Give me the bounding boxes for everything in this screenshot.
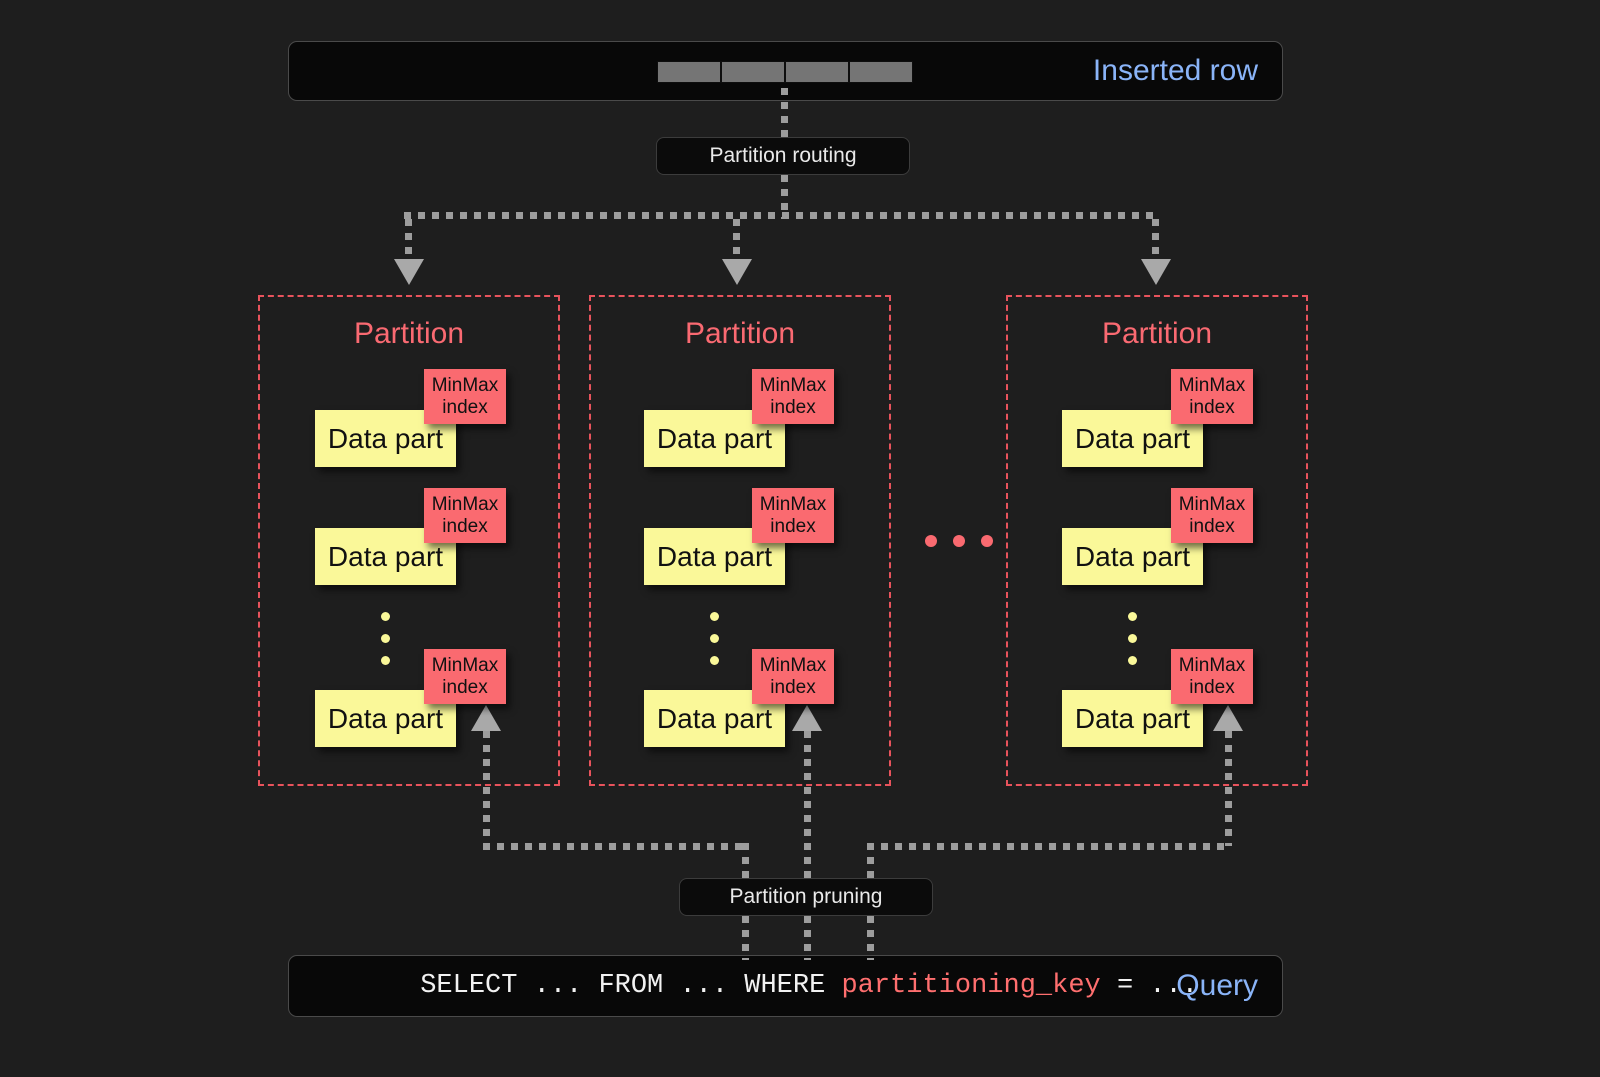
pruning-leg-1 — [483, 731, 490, 846]
ellipsis-dot — [925, 535, 937, 547]
fanout-leg-2 — [733, 219, 740, 263]
partition-title: Partition — [1101, 317, 1213, 350]
partition-title: Partition — [353, 317, 465, 350]
connector-routing-to-bus — [781, 175, 788, 219]
ellipsis-dot — [1128, 634, 1137, 643]
fanout-arrow-2 — [722, 259, 752, 285]
partition-ellipsis — [925, 535, 993, 547]
pruning-bus-right — [867, 843, 1227, 850]
partition-pruning-box[interactable]: Partition pruning — [679, 878, 933, 916]
fanout-leg-1 — [405, 219, 412, 263]
connector-row-to-routing — [781, 88, 788, 140]
query-text-before: SELECT ... FROM ... WHERE — [420, 971, 842, 1001]
row-cell — [657, 61, 721, 83]
data-part-box: Data part — [644, 410, 785, 467]
query-bar: SELECT ... FROM ... WHERE partitioning_k… — [288, 955, 1283, 1017]
ellipsis-dot — [981, 535, 993, 547]
pruning-to-query-1 — [742, 916, 749, 960]
inserted-row-label: Inserted row — [1092, 54, 1258, 87]
partition-box-3: Partition — [1006, 295, 1308, 786]
query-text: SELECT ... FROM ... WHERE partitioning_k… — [323, 941, 1198, 1031]
pruning-arrow-3 — [1213, 705, 1243, 731]
data-part-label: Data part — [1074, 540, 1191, 572]
data-part-label: Data part — [656, 702, 773, 734]
data-part-box: Data part — [1062, 410, 1203, 467]
query-keyword: partitioning_key — [841, 971, 1101, 1001]
partition-title: Partition — [684, 317, 796, 350]
row-cell — [785, 61, 849, 83]
data-part-ellipsis — [1128, 612, 1137, 678]
data-part-label: Data part — [327, 540, 444, 572]
data-part-label: Data part — [327, 422, 444, 454]
partition-pruning-label: Partition pruning — [729, 885, 883, 908]
ellipsis-dot — [1128, 656, 1137, 665]
pruning-arrow-1 — [471, 705, 501, 731]
partition-routing-box[interactable]: Partition routing — [656, 137, 910, 175]
data-part-label: Data part — [1074, 702, 1191, 734]
ellipsis-dot — [953, 535, 965, 547]
pruning-leg-3 — [1225, 731, 1232, 846]
query-text-after: = ... — [1100, 971, 1198, 1001]
partition-box-2: Partition — [589, 295, 891, 786]
partition-routing-label: Partition routing — [709, 144, 857, 167]
pruning-to-query-2 — [804, 916, 811, 960]
inserted-row-cells — [657, 61, 913, 83]
data-part-label: Data part — [327, 702, 444, 734]
data-part-label: Data part — [1074, 422, 1191, 454]
data-part-label: Data part — [656, 422, 773, 454]
query-label: Query — [1176, 969, 1258, 1002]
pruning-to-query-3 — [867, 916, 874, 960]
row-cell — [721, 61, 785, 83]
fanout-bus — [404, 212, 1160, 219]
fanout-arrow-3 — [1141, 259, 1171, 285]
ellipsis-dot — [710, 612, 719, 621]
ellipsis-dot — [381, 656, 390, 665]
fanout-arrow-1 — [394, 259, 424, 285]
row-cell — [849, 61, 913, 83]
ellipsis-dot — [381, 612, 390, 621]
pruning-bus-left — [483, 843, 745, 850]
ellipsis-dot — [1128, 612, 1137, 621]
partition-box-1: Partition — [258, 295, 560, 786]
ellipsis-dot — [710, 656, 719, 665]
ellipsis-dot — [710, 634, 719, 643]
data-part-ellipsis — [381, 612, 390, 678]
data-part-ellipsis — [710, 612, 719, 678]
fanout-leg-3 — [1152, 219, 1159, 263]
pruning-leg-2 — [804, 731, 811, 915]
ellipsis-dot — [381, 634, 390, 643]
data-part-label: Data part — [656, 540, 773, 572]
pruning-arrow-2 — [792, 705, 822, 731]
